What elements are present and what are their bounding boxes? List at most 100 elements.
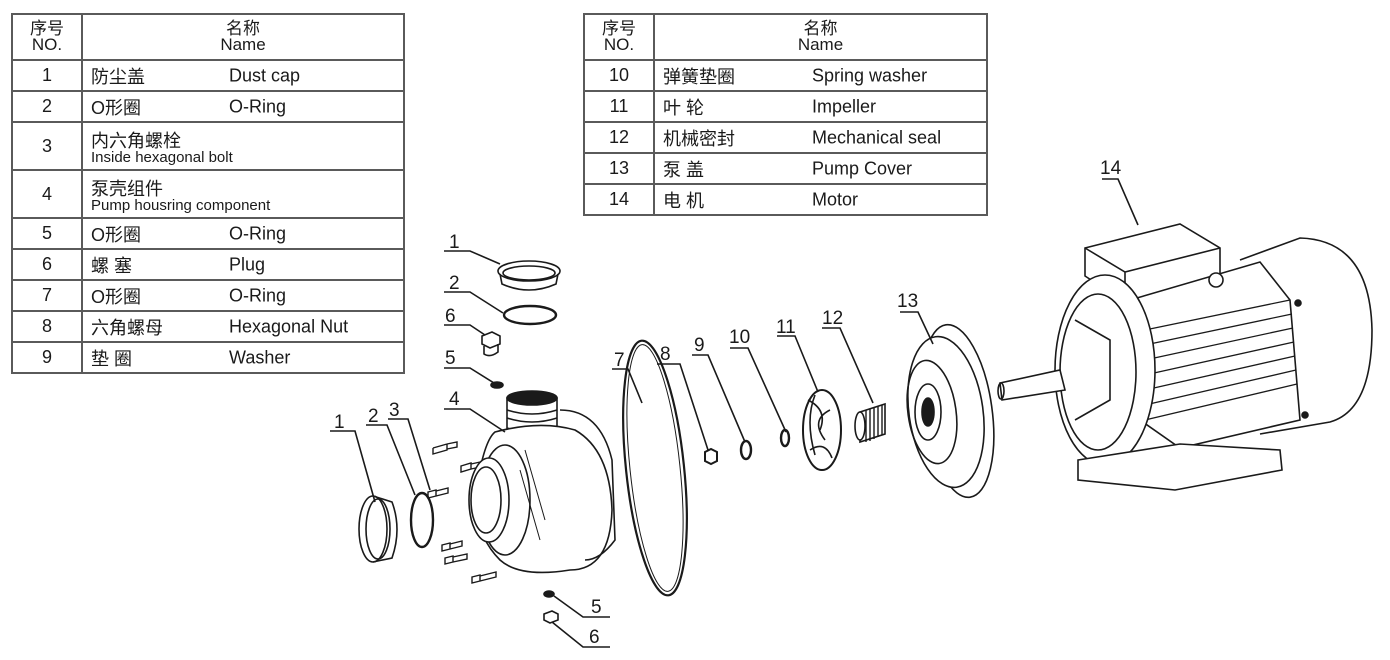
- table-row: 1 防尘盖 Dust cap: [11, 59, 405, 92]
- part-name: O形圈 O-Ring: [81, 90, 405, 123]
- callout-leaders: [330, 178, 1139, 648]
- part-o-ring-large: [622, 339, 688, 597]
- callout-c7: 7: [614, 350, 625, 371]
- callout-c1-left: 1: [334, 412, 345, 433]
- callout-c10: 10: [729, 327, 750, 348]
- part-dust-cap-left: [358, 495, 398, 563]
- part-name-cn: 防尘盖: [91, 66, 145, 87]
- leader-c12: [822, 327, 874, 404]
- part-number: 2: [11, 90, 83, 123]
- part-hex-nut: [704, 447, 718, 466]
- callout-c13: 13: [897, 291, 918, 312]
- leader-c9: [692, 354, 746, 443]
- table-header-row: 序号 NO. 名称 Name: [583, 13, 988, 61]
- leader-c13: [900, 311, 934, 345]
- part-name-cn: O形圈: [91, 97, 142, 118]
- callout-c2-top: 2: [449, 273, 460, 294]
- part-number: 8: [11, 310, 83, 343]
- part-name-cn: 弹簧垫圈: [663, 66, 735, 87]
- part-name-en: O-Ring: [229, 223, 287, 243]
- part-name-en: Inside hexagonal bolt: [91, 149, 233, 166]
- part-name: 泵 盖 Pump Cover: [653, 152, 988, 185]
- table-row: 13 泵 盖 Pump Cover: [583, 152, 988, 185]
- header-name: 名称 Name: [653, 13, 988, 61]
- part-motor: [997, 223, 1373, 491]
- header-no: 序号 NO.: [583, 13, 655, 61]
- part-name-cn: 垫 圈: [91, 348, 133, 369]
- part-name: 垫 圈 Washer: [81, 341, 405, 374]
- part-name-cn: 泵 盖: [663, 159, 705, 180]
- header-no-cn: 序号: [602, 19, 636, 38]
- leader-c1-left: [330, 430, 376, 503]
- part-name-en: Washer: [229, 347, 291, 367]
- leader-c2-left: [366, 424, 416, 496]
- part-name-cn: 内六角螺栓: [91, 131, 181, 151]
- part-impeller: [802, 389, 842, 471]
- callout-labels: 1 2 6 5 4 1 2 3 5 6 7 8 9 10 11 12 13 14: [334, 158, 1122, 648]
- table-header-row: 序号 NO. 名称 Name: [11, 13, 405, 61]
- callout-c8: 8: [660, 344, 671, 365]
- part-o-ring-small-top: [490, 381, 504, 389]
- parts-table-left: 序号 NO. 名称 Name 1 防尘盖 Dust cap 2 O形圈 O-Ring…: [11, 13, 405, 374]
- leader-c14: [1102, 178, 1139, 226]
- part-name-cn: 电 机: [663, 190, 705, 211]
- part-number: 14: [583, 183, 655, 216]
- leader-c3: [388, 418, 431, 491]
- header-name-cn: 名称: [226, 19, 260, 38]
- leader-c5-top: [444, 367, 495, 384]
- leader-c11: [777, 335, 819, 393]
- part-number: 3: [11, 121, 83, 171]
- part-name-en: Pump Cover: [812, 158, 913, 178]
- callout-c1-top: 1: [449, 232, 460, 253]
- part-number: 1: [11, 59, 83, 92]
- header-name-en: Name: [797, 35, 844, 54]
- callout-c5-top: 5: [445, 348, 456, 369]
- part-spring-washer: [779, 428, 791, 448]
- part-number: 11: [583, 90, 655, 123]
- part-name-en: Dust cap: [229, 65, 301, 85]
- leader-c4: [444, 408, 506, 433]
- part-number: 6: [11, 248, 83, 281]
- header-no-cn: 序号: [30, 19, 64, 38]
- callout-c5-bottom: 5: [591, 597, 602, 618]
- callout-c2-left: 2: [368, 406, 379, 427]
- leader-c6-top: [444, 324, 486, 336]
- leader-c6-bottom: [551, 621, 610, 648]
- leader-c5-bottom: [553, 595, 610, 618]
- header-no-en: NO.: [31, 35, 63, 54]
- part-plug-top: [481, 331, 501, 357]
- part-name-en: Pump housring component: [91, 197, 271, 214]
- part-name-en: O-Ring: [229, 96, 287, 116]
- part-name-cn: O形圈: [91, 286, 142, 307]
- part-number: 5: [11, 217, 83, 250]
- part-pump-housing: [468, 390, 616, 574]
- part-number: 13: [583, 152, 655, 185]
- header-name-cn: 名称: [803, 19, 838, 38]
- part-name-cn: 螺 塞: [91, 255, 133, 276]
- part-number: 4: [11, 169, 83, 219]
- part-mechanical-seal: [854, 402, 886, 444]
- part-o-ring-top: [502, 304, 558, 326]
- part-name-cn: 泵壳组件: [91, 179, 163, 199]
- part-number: 10: [583, 59, 655, 92]
- part-number: 12: [583, 121, 655, 154]
- part-name-en: Impeller: [812, 96, 877, 116]
